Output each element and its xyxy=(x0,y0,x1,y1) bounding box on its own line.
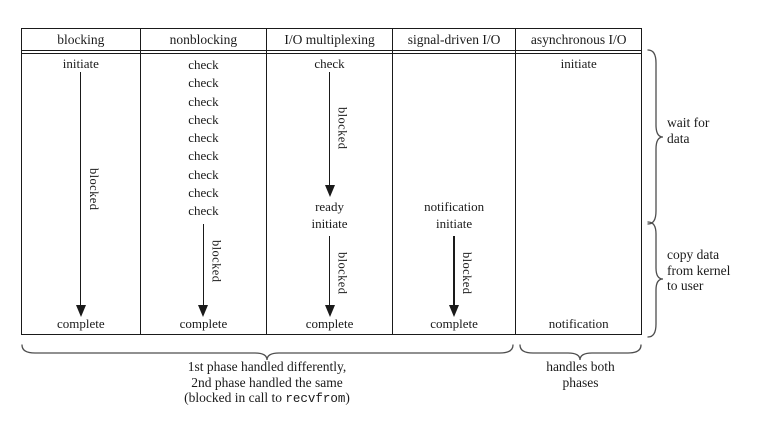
check-list: check check check check check check chec… xyxy=(141,56,267,221)
initiate-label: initiate xyxy=(62,56,99,71)
blocked-label: blocked xyxy=(335,252,350,295)
arrow-head xyxy=(324,305,335,317)
column-asynchronous-body: initiate notification xyxy=(516,54,641,334)
io-models-table: blocking initiate blocked complete nonbl… xyxy=(21,28,642,335)
initiate-label: initiate xyxy=(560,56,597,71)
arrow-shaft xyxy=(202,224,205,307)
arrow-shaft xyxy=(328,236,331,307)
blocked-label: blocked xyxy=(335,107,350,150)
column-nonblocking: nonblocking check check check check chec… xyxy=(140,29,268,334)
blocked-label: blocked xyxy=(460,252,475,295)
column-header-blocking: blocking xyxy=(22,29,140,54)
handles-both-line1: handles both xyxy=(546,359,615,374)
column-header-asynchronous: asynchronous I/O xyxy=(516,29,641,54)
column-io-multiplexing: I/O multiplexing check blocked ready ini… xyxy=(267,29,393,334)
copy-data-brace xyxy=(647,221,664,338)
notification-label: notification xyxy=(424,199,485,214)
handles-both-caption: handles both phases xyxy=(519,359,642,390)
check-label: check xyxy=(188,130,219,146)
check-label: check xyxy=(314,56,345,71)
check-label: check xyxy=(188,93,219,109)
column-header-signal-driven: signal-driven I/O xyxy=(392,29,516,54)
recvfrom-code: recvfrom xyxy=(285,392,346,406)
wait-for-data-line2: data xyxy=(667,130,690,146)
column-asynchronous: asynchronous I/O initiate notification xyxy=(516,29,641,334)
column-blocking-body: initiate blocked complete xyxy=(22,54,140,334)
initiate-label: initiate xyxy=(311,216,348,231)
arrow-shaft xyxy=(80,72,82,307)
arrow-shaft xyxy=(453,236,455,307)
handles-both-brace xyxy=(519,344,642,361)
handles-both-line2: phases xyxy=(562,374,599,390)
blocked-label: blocked xyxy=(209,240,224,283)
check-label: check xyxy=(188,75,219,91)
complete-label: complete xyxy=(430,316,478,331)
complete-label: complete xyxy=(305,316,354,331)
initiate-label: initiate xyxy=(436,216,473,231)
column-header-nonblocking: nonblocking xyxy=(140,29,267,54)
wait-for-data-line1: wait for xyxy=(667,115,710,130)
wait-for-data-label: wait for data xyxy=(667,115,709,146)
check-label: check xyxy=(188,57,219,72)
check-label: check xyxy=(188,166,219,182)
check-label: check xyxy=(188,203,219,219)
column-io-multiplexing-body: check blocked ready initiate blocked com… xyxy=(267,54,392,334)
arrow-head xyxy=(198,305,209,317)
column-signal-driven: signal-driven I/O notification initiate … xyxy=(392,29,517,334)
complete-label: complete xyxy=(179,316,228,331)
arrow-head xyxy=(324,185,335,197)
check-label: check xyxy=(188,185,219,201)
check-label: check xyxy=(188,148,219,164)
arrow-shaft xyxy=(328,72,331,187)
copy-data-label: copy data from kernel to user xyxy=(667,247,730,294)
copy-data-line3: to user xyxy=(667,278,704,293)
column-signal-driven-body: notification initiate blocked complete xyxy=(393,54,516,334)
complete-label: complete xyxy=(56,316,105,331)
first-phase-caption-line3: (blocked in call to recvfrom) xyxy=(117,390,417,408)
column-blocking: blocking initiate blocked complete xyxy=(22,29,141,334)
ready-label: ready xyxy=(315,199,344,214)
blocked-label: blocked xyxy=(86,168,101,211)
first-phase-caption-line1: 1st phase handled differently, xyxy=(187,359,347,374)
check-label: check xyxy=(188,111,219,127)
notification-label: notification xyxy=(548,316,609,331)
column-nonblocking-body: check check check check check check chec… xyxy=(141,54,267,334)
wait-for-data-brace xyxy=(647,49,664,225)
copy-data-line1: copy data xyxy=(667,247,720,262)
arrow-head xyxy=(449,305,460,317)
caption-text-pre: (blocked in call to xyxy=(184,390,286,405)
copy-data-line2: from kernel xyxy=(667,262,731,278)
first-phase-brace xyxy=(21,344,514,361)
column-header-io-multiplexing: I/O multiplexing xyxy=(267,29,392,54)
arrow-head xyxy=(75,305,86,317)
first-phase-caption-line2: 2nd phase handled the same xyxy=(191,374,343,390)
first-phase-caption: 1st phase handled differently, 2nd phase… xyxy=(117,359,417,408)
caption-text-post: ) xyxy=(345,390,350,405)
